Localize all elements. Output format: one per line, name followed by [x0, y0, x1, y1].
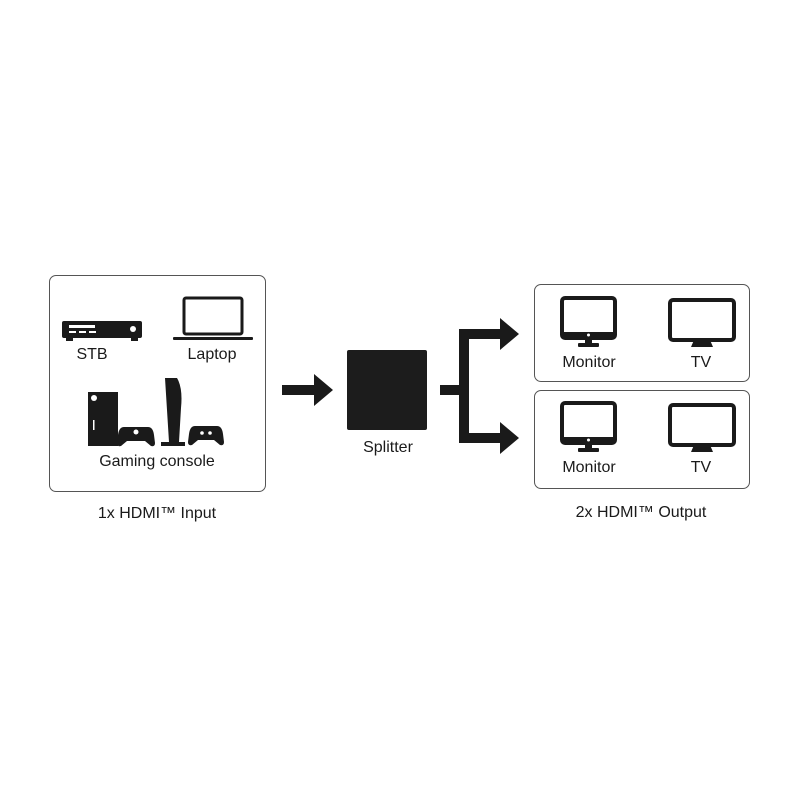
splitter-device: [347, 350, 427, 430]
output-box-2: [534, 390, 750, 489]
tv-label: TV: [690, 354, 712, 371]
tv-icon: [668, 298, 736, 347]
tv-label: TV: [690, 459, 712, 476]
laptop-label: Laptop: [187, 346, 237, 363]
output-branch-arrows: [440, 318, 519, 454]
output-caption: 2x HDMI™ Output: [575, 504, 707, 521]
playstation-controller-icon: [188, 426, 224, 446]
monitor-icon: [560, 296, 617, 347]
xbox-controller-icon: [117, 427, 155, 447]
xbox-console-icon: [88, 392, 118, 446]
input-caption: 1x HDMI™ Input: [97, 505, 217, 522]
stb-label: STB: [76, 346, 108, 363]
tv-icon: [668, 403, 736, 452]
monitor-label: Monitor: [562, 354, 616, 371]
splitter-label: Splitter: [363, 439, 413, 456]
output-box-1: [534, 284, 750, 382]
monitor-label: Monitor: [562, 459, 616, 476]
set-top-box-icon: [62, 321, 142, 341]
laptop-icon: [173, 296, 253, 340]
input-arrow: [282, 374, 333, 406]
monitor-icon: [560, 401, 617, 452]
input-devices-box: [49, 275, 266, 492]
playstation-console-icon: [161, 378, 185, 446]
gaming-console-label: Gaming console: [99, 453, 215, 470]
